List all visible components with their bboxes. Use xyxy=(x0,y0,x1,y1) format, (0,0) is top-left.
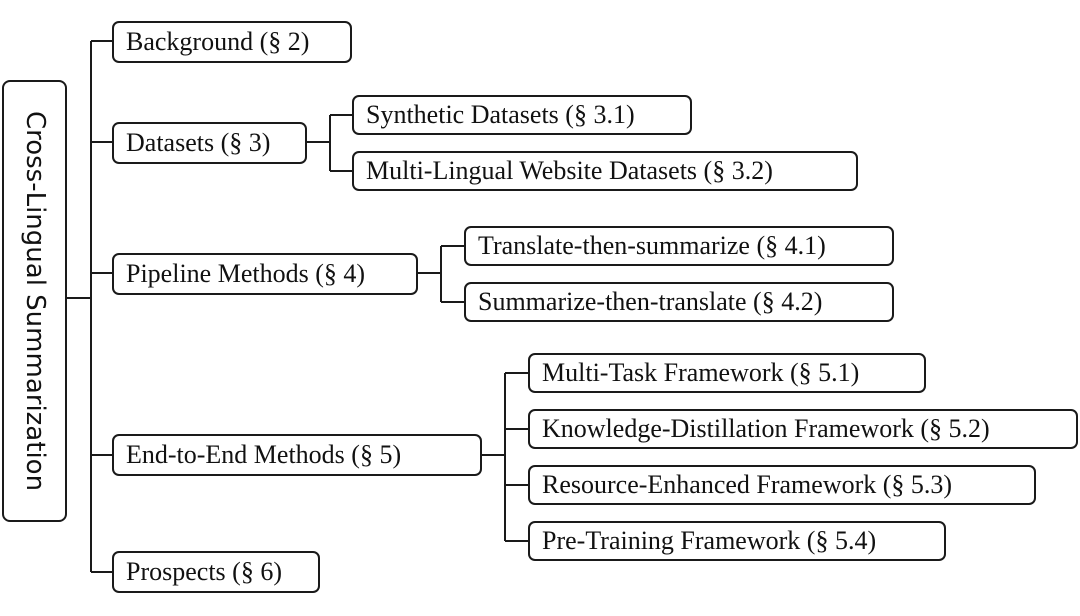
node-background: Background (§ 2) xyxy=(112,21,352,63)
node-prospects: Prospects (§ 6) xyxy=(112,551,320,593)
node-translate-then-summarize: Translate-then-summarize (§ 4.1) xyxy=(464,226,894,266)
node-summarize-then-translate: Summarize-then-translate (§ 4.2) xyxy=(464,282,894,322)
node-resource-enhanced-framework: Resource-Enhanced Framework (§ 5.3) xyxy=(528,465,1036,505)
node-multilingual-website-datasets: Multi-Lingual Website Datasets (§ 3.2) xyxy=(352,151,858,191)
node-synthetic-datasets: Synthetic Datasets (§ 3.1) xyxy=(352,95,692,135)
root-node: Cross-Lingual Summarization xyxy=(2,80,67,522)
node-end-to-end-methods: End-to-End Methods (§ 5) xyxy=(112,434,482,476)
node-pre-training-framework: Pre-Training Framework (§ 5.4) xyxy=(528,521,946,561)
node-pipeline-methods: Pipeline Methods (§ 4) xyxy=(112,253,418,295)
node-knowledge-distillation-framework: Knowledge-Distillation Framework (§ 5.2) xyxy=(528,409,1078,449)
node-multi-task-framework: Multi-Task Framework (§ 5.1) xyxy=(528,353,926,393)
node-datasets: Datasets (§ 3) xyxy=(112,122,307,164)
root-label: Cross-Lingual Summarization xyxy=(19,110,50,492)
